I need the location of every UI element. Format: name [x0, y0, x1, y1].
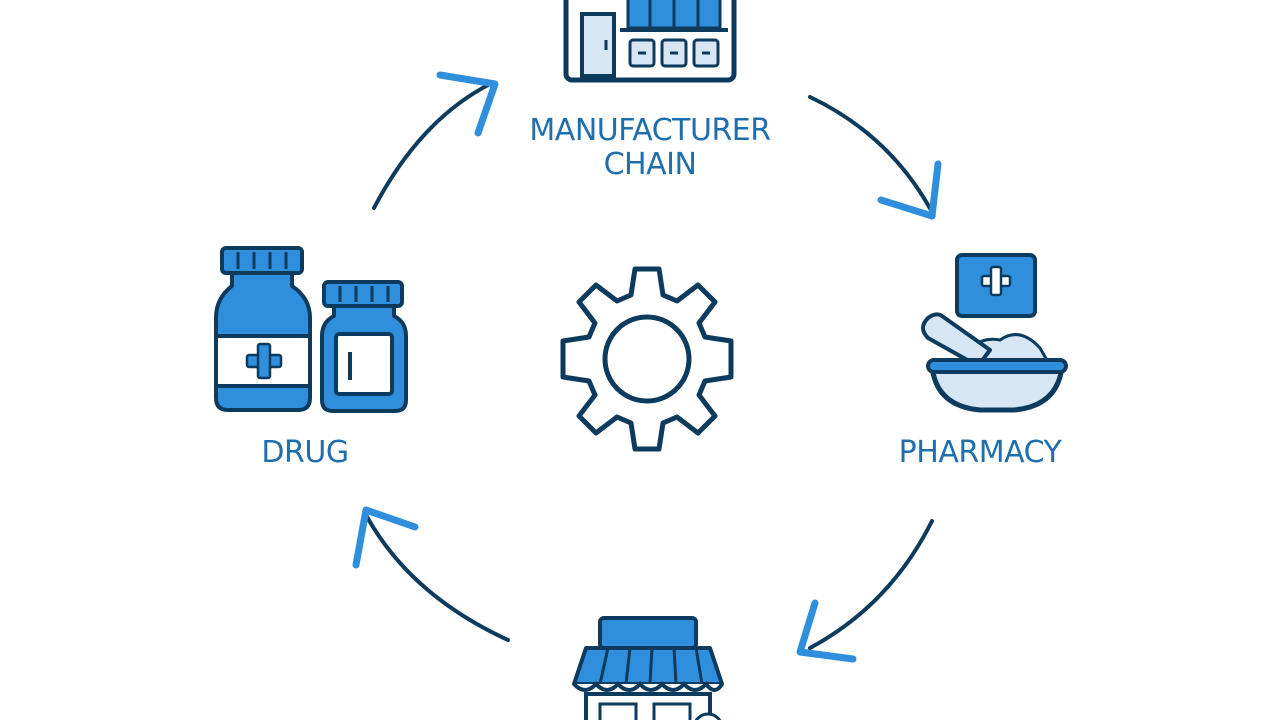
cycle-arrow-pharmacy-to-retail — [796, 519, 934, 663]
cycle-arrow-retail-to-drug — [352, 506, 510, 642]
mortar-pestle-icon — [921, 253, 1068, 413]
pharmacy-label: PHARMACY — [898, 435, 1062, 470]
medicine-bottles-icon — [214, 246, 408, 413]
drug-label: DRUG — [261, 435, 349, 470]
manufacturer-label-line1: MANUFACTURER — [529, 113, 771, 148]
manufacturer-chain-label: MANUFACTURER CHAIN — [470, 114, 830, 182]
gear-icon — [560, 266, 734, 452]
factory-icon — [563, 0, 737, 83]
cycle-arrow-manufacturer-to-pharmacy — [808, 95, 942, 220]
cycle-arrow-drug-to-manufacturer — [372, 71, 499, 210]
storefront-icon — [572, 616, 724, 720]
manufacturer-label-line2: CHAIN — [603, 147, 697, 182]
